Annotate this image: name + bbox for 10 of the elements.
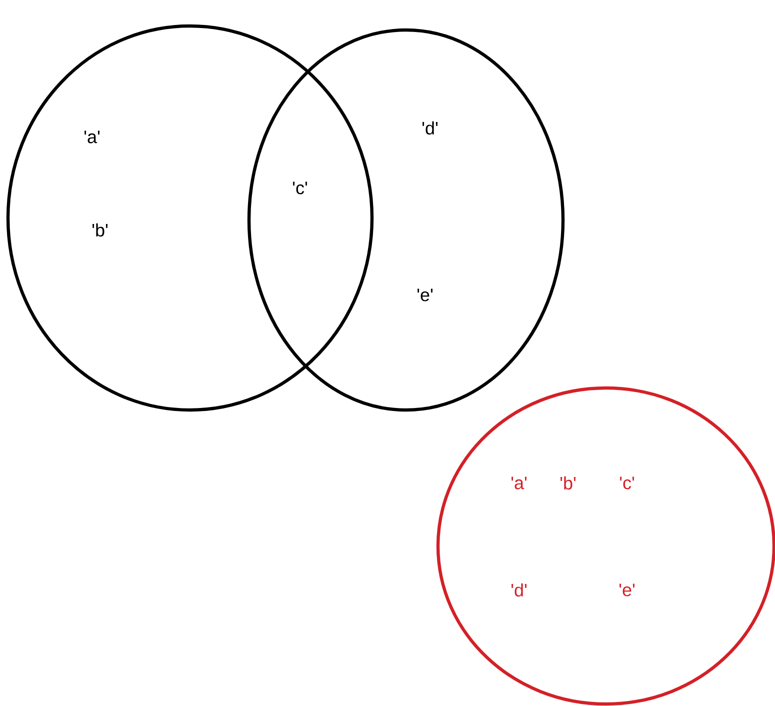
set-element: 'e' xyxy=(417,288,433,302)
set-element: 'b' xyxy=(92,223,108,237)
set-element: 'c' xyxy=(293,182,308,194)
set-element: 'e' xyxy=(619,584,635,596)
set-element: 'b' xyxy=(560,476,576,490)
set-element: 'd' xyxy=(422,121,438,135)
set-element: 'a' xyxy=(84,130,100,144)
set-element: 'a' xyxy=(511,476,527,490)
set-element: 'd' xyxy=(511,583,527,597)
set-element: 'c' xyxy=(620,476,634,490)
